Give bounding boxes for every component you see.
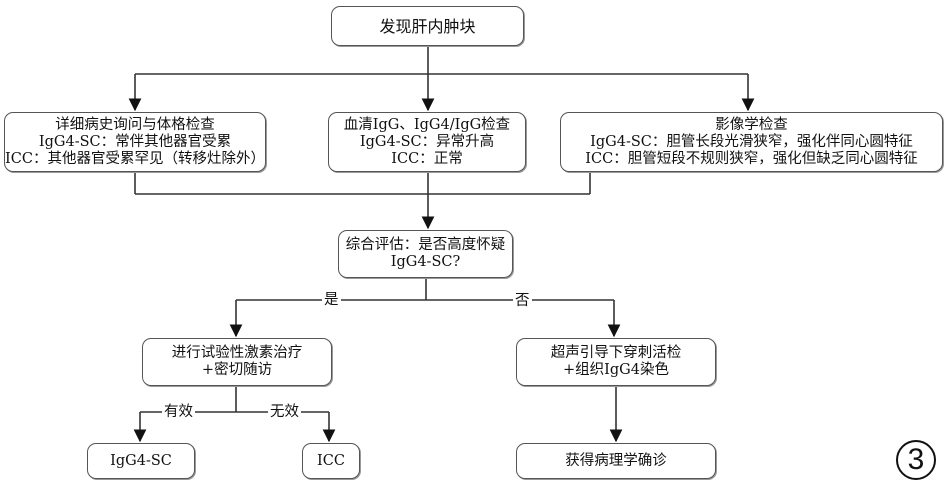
node-assess: 综合评估：是否高度怀疑 IgG4-SC? — [338, 230, 513, 278]
node-biopsy-line-2: +组织IgG4染色 — [563, 362, 669, 378]
edge-label-yes: 是 — [322, 292, 341, 308]
node-icc: ICC — [302, 443, 360, 479]
node-igg4sc: IgG4-SC — [87, 443, 195, 479]
node-serum-line-2: IgG4-SC：异常升高 — [359, 133, 495, 150]
node-steroid-line-2: +密切随访 — [201, 362, 273, 378]
node-steroid: 进行试验性激素治疗 +密切随访 — [142, 338, 332, 386]
figure-number-badge: 3 — [896, 440, 936, 480]
node-serum: 血清IgG、IgG4/IgG检查 IgG4-SC：异常升高 ICC：正常 — [328, 112, 526, 172]
node-history: 详细病史询问与体格检查 IgG4-SC：常伴其他器官受累 ICC：其他器官受累罕… — [4, 112, 266, 172]
node-assess-line-2: IgG4-SC? — [390, 254, 461, 270]
node-start: 发现肝内肿块 — [331, 6, 524, 46]
edge-label-effective: 有效 — [162, 404, 195, 420]
node-imaging: 影像学检查 IgG4-SC：胆管长段光滑狭窄，强化伴同心圆特征 ICC：胆管短段… — [560, 112, 943, 172]
node-pathology: 获得病理学确诊 — [516, 443, 716, 479]
node-assess-line-1: 综合评估：是否高度怀疑 — [345, 237, 506, 253]
node-biopsy: 超声引导下穿刺活检 +组织IgG4染色 — [516, 338, 716, 386]
node-serum-line-3: ICC：正常 — [391, 150, 463, 167]
node-biopsy-line-1: 超声引导下穿刺活检 — [550, 345, 682, 361]
node-imaging-line-3: ICC：胆管短段不规则狭窄，强化但缺乏同心圆特征 — [585, 150, 918, 167]
node-pathology-line-1: 获得病理学确诊 — [565, 452, 667, 469]
edge-label-ineffective: 无效 — [268, 404, 301, 420]
node-serum-line-1: 血清IgG、IgG4/IgG检查 — [343, 116, 511, 133]
node-imaging-line-1: 影像学检查 — [715, 116, 788, 133]
node-steroid-line-1: 进行试验性激素治疗 — [171, 345, 303, 361]
node-igg4sc-line-1: IgG4-SC — [110, 452, 172, 469]
node-history-line-2: IgG4-SC：常伴其他器官受累 — [38, 133, 232, 150]
node-history-line-1: 详细病史询问与体格检查 — [55, 116, 215, 133]
node-history-line-3: ICC：其他器官受累罕见（转移灶除外） — [5, 150, 265, 167]
node-icc-line-1: ICC — [317, 452, 345, 469]
edge-label-no: 否 — [513, 293, 532, 309]
node-imaging-line-2: IgG4-SC：胆管长段光滑狭窄，强化伴同心圆特征 — [590, 133, 913, 150]
node-start-line-1: 发现肝内肿块 — [379, 16, 476, 36]
